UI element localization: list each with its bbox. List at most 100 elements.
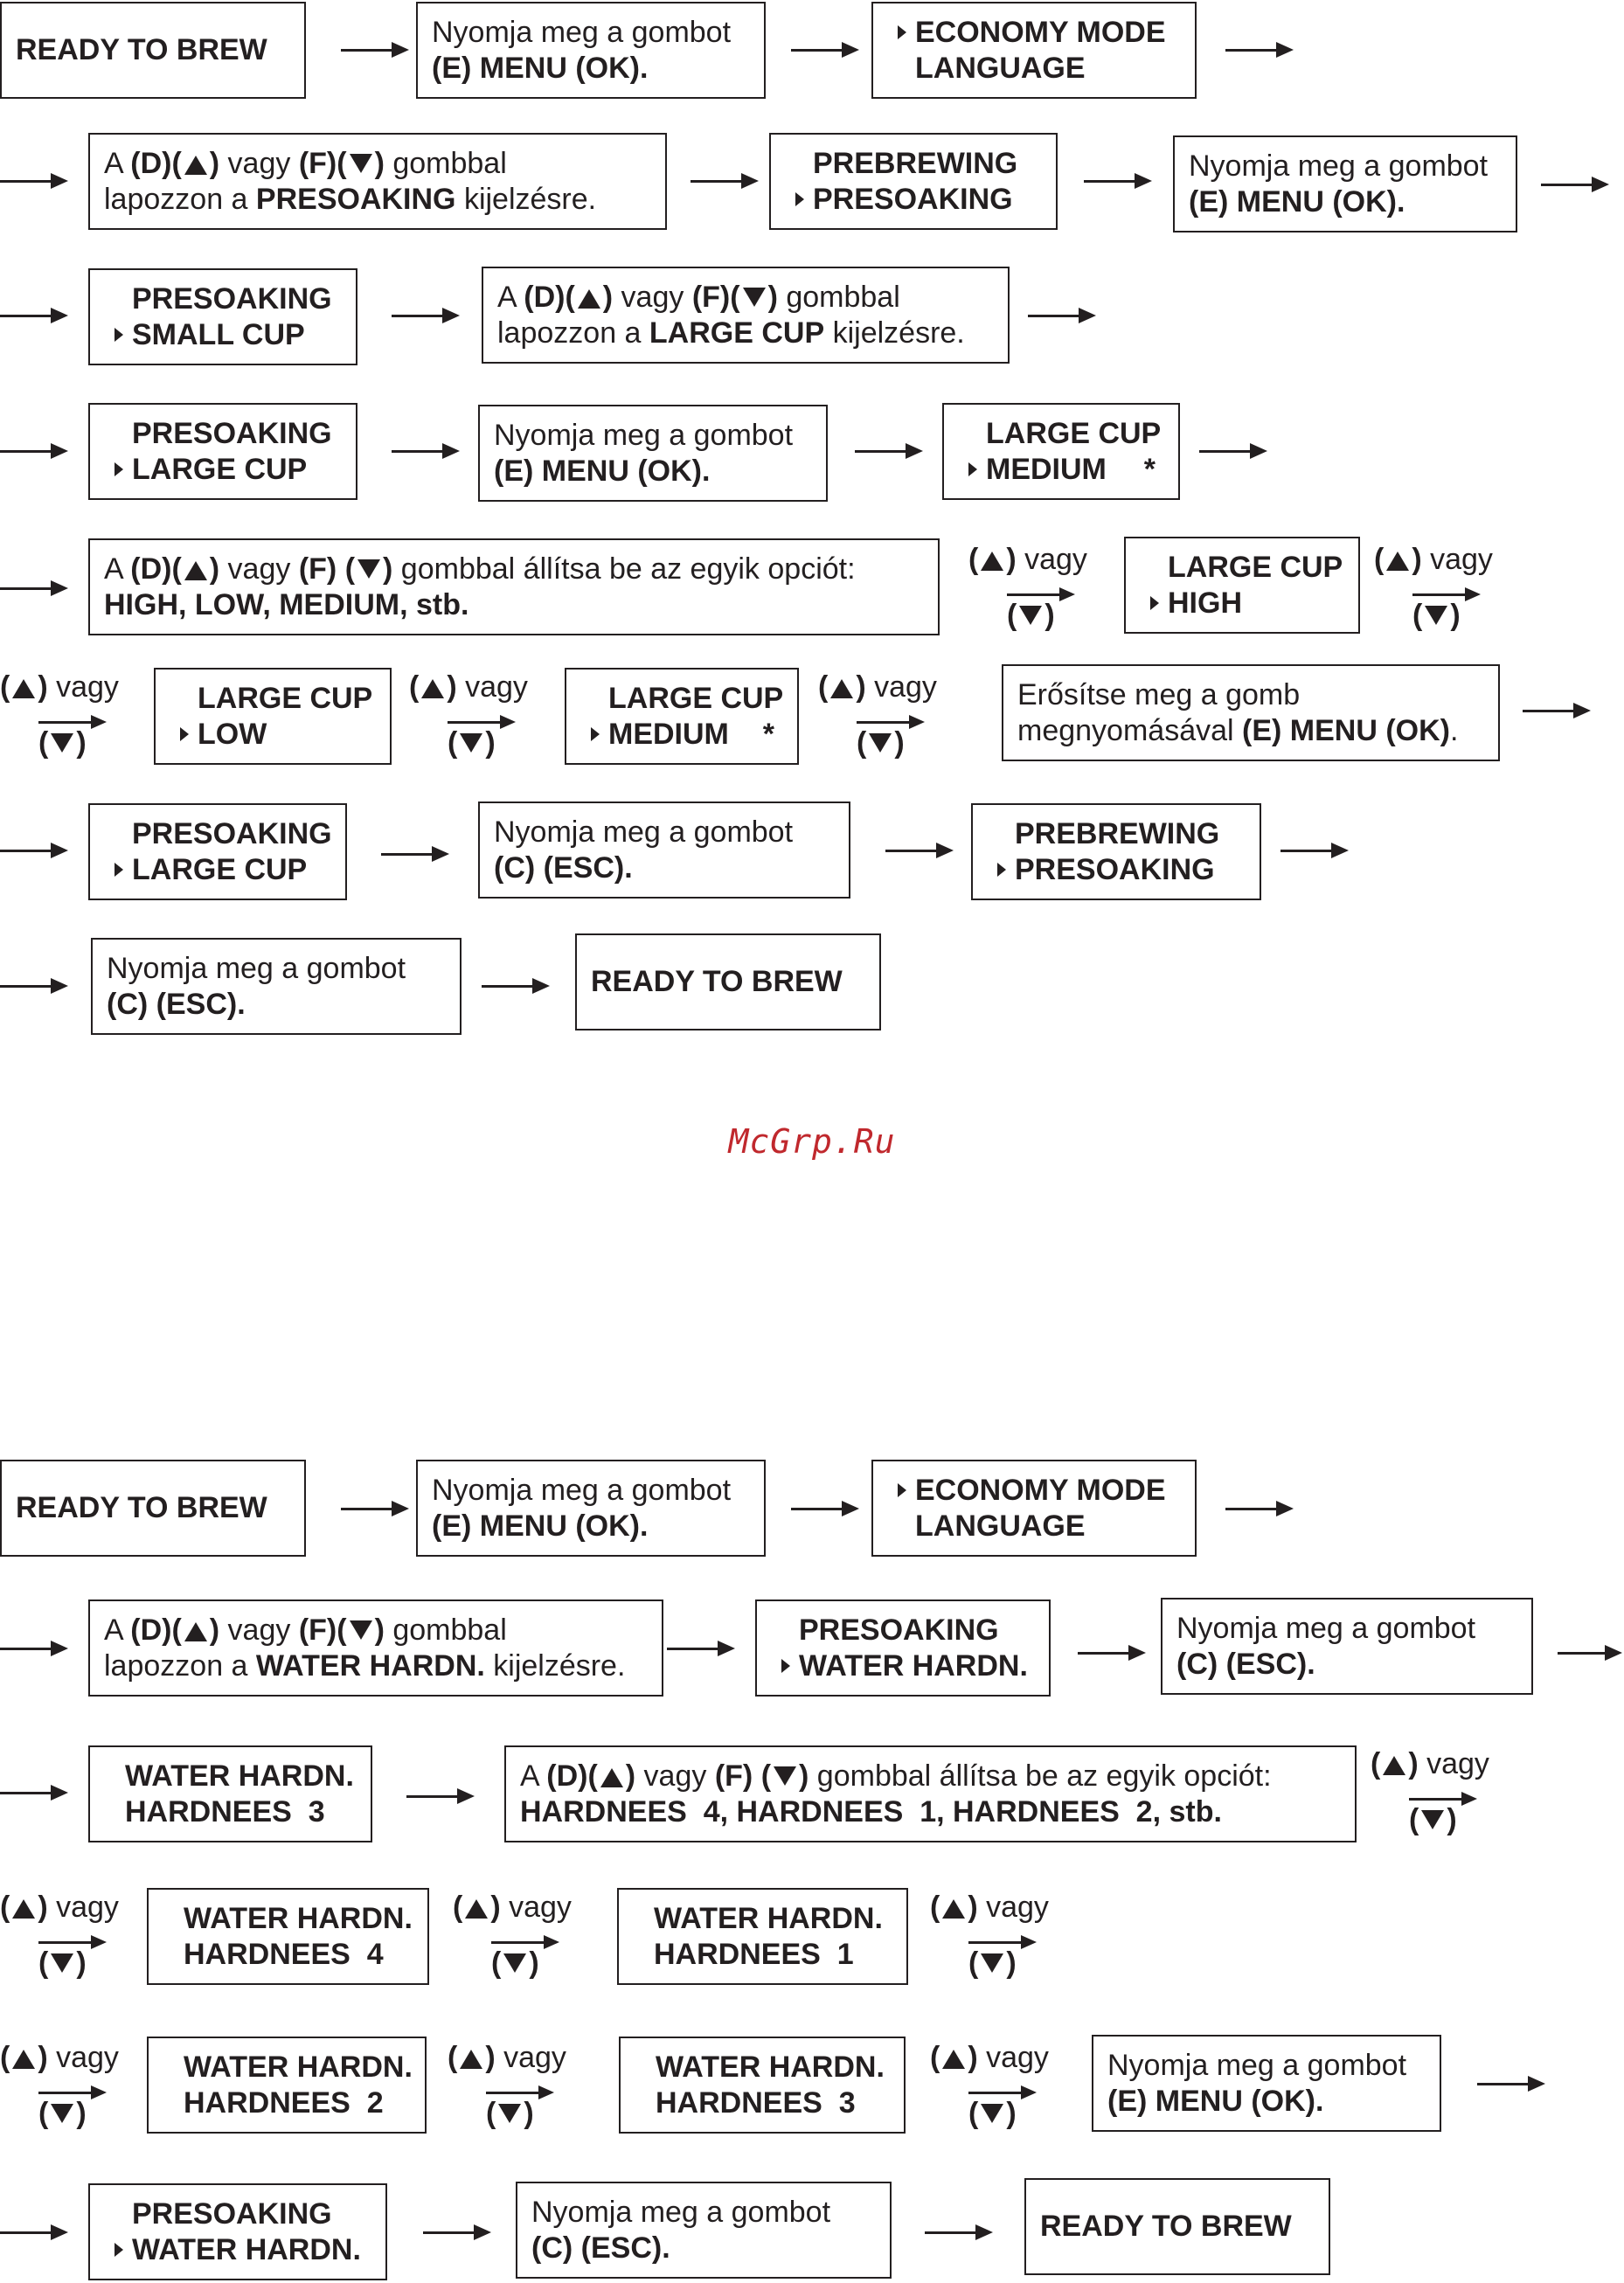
watermark: McGrp.Ru [728, 1122, 896, 1161]
up-triangle-icon [12, 1899, 36, 1919]
flow-arrow [855, 441, 923, 461]
flow-arrow [1541, 175, 1609, 194]
down-triangle-icon [357, 559, 381, 579]
display-water-hardn-4: WATER HARDN. HARDNEES 4 [147, 1888, 429, 1985]
up-triangle-icon [460, 2050, 483, 2069]
flow-arrow [1225, 1499, 1294, 1518]
display-ready-to-brew: READY TO BREW [0, 2, 306, 99]
display-large-cup-low: LARGE CUP LOW [154, 668, 392, 765]
up-or-down-arrow: () vagy () [0, 1891, 119, 1980]
instruction-press-menu: Nyomja meg a gombot (E) MENU (OK). [416, 1460, 766, 1557]
up-or-down-arrow: () vagy () [1374, 543, 1493, 632]
display-ready-to-brew: READY TO BREW [575, 933, 881, 1030]
down-triangle-icon [460, 733, 483, 753]
flow-arrow [1028, 306, 1096, 325]
instruction-press-menu: Nyomja meg a gombot (E) MENU (OK). [478, 405, 828, 502]
up-or-down-arrow: () vagy () [409, 670, 528, 760]
flow-arrow [0, 841, 68, 860]
flow-arrow [482, 976, 550, 996]
display-large-cup-high: LARGE CUP HIGH [1124, 537, 1360, 634]
display-prebrewing: PREBREWING PRESOAKING [769, 133, 1058, 230]
flow-arrow [341, 1499, 409, 1518]
instruction-press-menu: Nyomja meg a gombot (E) MENU (OK). [1092, 2035, 1441, 2132]
up-triangle-icon [942, 1899, 966, 1919]
instruction-press-esc: Nyomja meg a gombot (C) (ESC). [91, 938, 462, 1035]
flow-arrow [0, 306, 68, 325]
display-prebrewing: PREBREWING PRESOAKING [971, 803, 1261, 900]
flow-arrow [341, 40, 409, 59]
display-water-hardn-2: WATER HARDN. HARDNEES 2 [147, 2037, 427, 2134]
down-triangle-icon [742, 287, 766, 307]
flow-arrow [1225, 40, 1294, 59]
flow-arrow [1523, 701, 1591, 720]
up-or-down-arrow: () vagy () [930, 1891, 1049, 1980]
display-menu: ECONOMY MODE LANGUAGE [871, 1460, 1197, 1557]
display-water-hardn-1: WATER HARDN. HARDNEES 1 [617, 1888, 908, 1985]
down-triangle-icon [51, 2104, 74, 2123]
flow-arrow [1558, 1643, 1622, 1662]
up-triangle-icon [1383, 1756, 1406, 1775]
down-triangle-icon [1421, 1810, 1445, 1829]
down-triangle-icon [51, 733, 74, 753]
flow-arrow [0, 1639, 68, 1658]
flow-arrow [392, 441, 460, 461]
display-ready-to-brew: READY TO BREW [0, 1460, 306, 1557]
up-or-down-arrow: () vagy () [448, 2041, 566, 2130]
down-triangle-icon [981, 1953, 1004, 1973]
up-triangle-icon [942, 2050, 966, 2069]
display-ready-to-brew: READY TO BREW [1024, 2178, 1330, 2275]
up-or-down-arrow: () vagy () [0, 2041, 119, 2130]
flow-arrow [1078, 1643, 1146, 1662]
instruction-scroll-presoaking: A (D)() vagy (F)() gombbal lapozzon a PR… [88, 133, 667, 230]
up-triangle-icon [12, 679, 36, 698]
up-or-down-arrow: () vagy () [453, 1891, 572, 1980]
flow-arrow [885, 841, 954, 860]
display-presoaking-large-cup: PRESOAKING LARGE CUP [88, 803, 347, 900]
display-presoaking-water-hardn: PRESOAKING WATER HARDN. [755, 1599, 1051, 1697]
flow-arrow [0, 1783, 68, 1802]
flow-arrow [0, 2223, 68, 2242]
instruction-confirm: Erősítse meg a gomb megnyomásával (E) ME… [1002, 664, 1500, 761]
instruction-set-option: A (D)() vagy (F) () gombbal állítsa be a… [504, 1745, 1357, 1842]
down-triangle-icon [774, 1766, 797, 1786]
display-presoaking-water-hardn: PRESOAKING WATER HARDN. [88, 2183, 387, 2280]
up-or-down-arrow: () vagy () [968, 543, 1087, 632]
up-triangle-icon [12, 2050, 36, 2069]
flow-arrow [1477, 2074, 1545, 2093]
up-or-down-arrow: () vagy () [0, 670, 119, 760]
flow-arrow [423, 2223, 491, 2242]
down-triangle-icon [869, 733, 892, 753]
up-triangle-icon [465, 1899, 489, 1919]
display-large-cup-medium: LARGE CUP MEDIUM* [565, 668, 799, 765]
up-or-down-arrow: () vagy () [930, 2041, 1049, 2130]
up-triangle-icon [600, 1767, 623, 1787]
display-large-cup-medium: LARGE CUP MEDIUM* [942, 403, 1180, 500]
display-presoaking-small-cup: PRESOAKING SMALL CUP [88, 268, 357, 365]
flow-arrow [381, 844, 449, 864]
flow-arrow [0, 171, 68, 191]
flow-arrow [791, 1499, 859, 1518]
display-water-hardn-3: WATER HARDN. HARDNEES 3 [619, 2037, 906, 2134]
instruction-press-esc: Nyomja meg a gombot (C) (ESC). [1161, 1598, 1533, 1695]
down-triangle-icon [51, 1953, 74, 1973]
up-triangle-icon [421, 679, 445, 698]
flow-arrow [1280, 841, 1349, 860]
up-triangle-icon [184, 1621, 207, 1641]
display-water-hardn-3: WATER HARDN. HARDNEES 3 [88, 1745, 372, 1842]
flow-arrow [392, 306, 460, 325]
flow-arrow [691, 171, 759, 191]
instruction-press-menu: Nyomja meg a gombot (E) MENU (OK). [1173, 135, 1517, 232]
down-triangle-icon [1425, 606, 1448, 625]
instruction-press-menu: Nyomja meg a gombot (E) MENU (OK). [416, 2, 766, 99]
up-triangle-icon [981, 552, 1004, 571]
up-or-down-arrow: () vagy () [818, 670, 937, 760]
flow-arrow [1199, 441, 1267, 461]
flow-arrow [0, 441, 68, 461]
down-triangle-icon [981, 2104, 1004, 2123]
up-triangle-icon [184, 560, 207, 580]
up-triangle-icon [1386, 552, 1410, 571]
instruction-scroll-large-cup: A (D)() vagy (F)() gombbal lapozzon a LA… [482, 267, 1010, 364]
display-presoaking-large-cup: PRESOAKING LARGE CUP [88, 403, 357, 500]
flow-arrow [925, 2223, 993, 2242]
down-triangle-icon [1019, 606, 1043, 625]
